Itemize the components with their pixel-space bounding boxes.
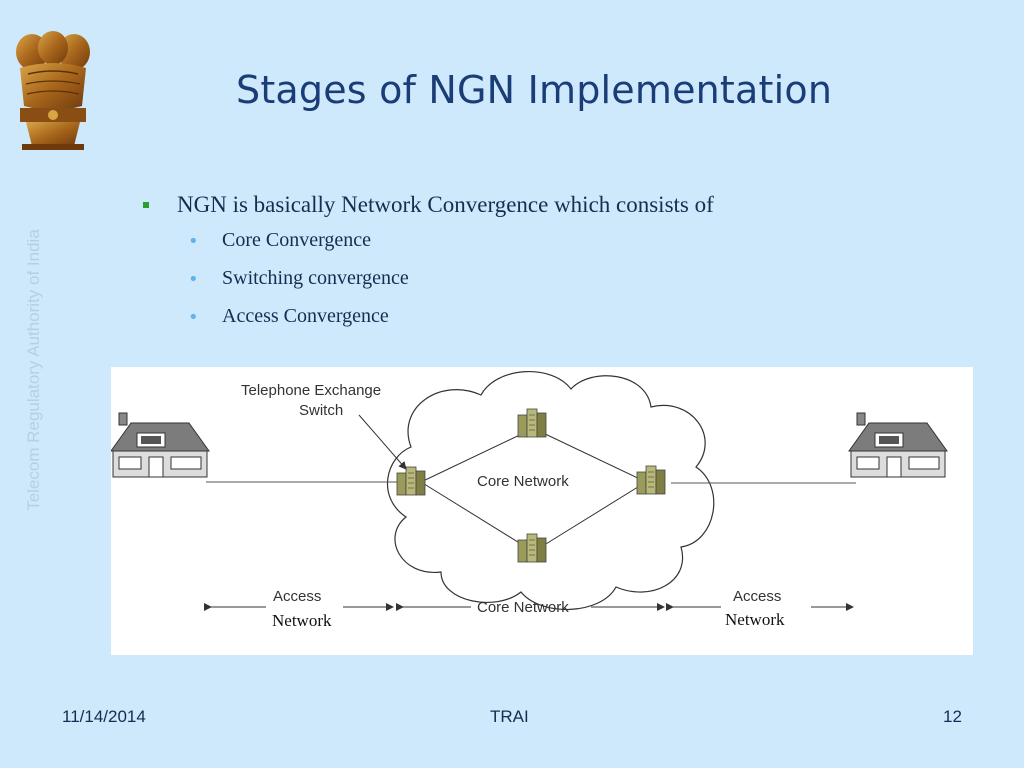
bullet-sub-item: • Access Convergence <box>140 305 714 332</box>
bullet-list: NGN is basically Network Convergence whi… <box>140 192 714 332</box>
slide-title: Stages of NGN Implementation <box>236 68 833 112</box>
square-bullet-icon <box>143 202 149 208</box>
side-organization-text: Telecom Regulatory Authority of India <box>24 229 43 511</box>
core-bottom-label: Core Network <box>477 599 569 616</box>
footer-page-number: 12 <box>943 707 962 726</box>
access-left-label-line1: Access <box>273 588 321 605</box>
bullet-sub-text: Core Convergence <box>222 229 372 251</box>
house-right-icon <box>848 412 948 478</box>
dot-bullet-icon: • <box>188 307 199 328</box>
access-right-label-line2: Network <box>725 610 785 629</box>
bullet-sub-text: Access Convergence <box>222 305 389 327</box>
callout-label-line2: Switch <box>299 402 343 419</box>
core-mesh-links <box>420 431 647 548</box>
cloud-label: Core Network <box>477 473 569 490</box>
callout-label-line1: Telephone Exchange <box>241 382 381 399</box>
dot-bullet-icon: • <box>188 231 199 252</box>
access-right-label-line1: Access <box>733 588 781 605</box>
bullet-sub-item: • Core Convergence <box>140 229 714 256</box>
bullet-main-text: NGN is basically Network Convergence whi… <box>177 192 714 217</box>
core-network-cloud <box>386 370 715 610</box>
footer-center-text: TRAI <box>490 707 529 726</box>
ngn-network-diagram: Telephone Exchange Switch Core Network A… <box>111 367 973 655</box>
bullet-sub-item: • Switching convergence <box>140 267 714 294</box>
access-left-label-line2: Network <box>272 611 332 630</box>
house-left-icon <box>111 412 210 478</box>
dot-bullet-icon: • <box>188 269 199 290</box>
bullet-sub-text: Switching convergence <box>222 267 409 289</box>
diagram-canvas: Telephone Exchange Switch Core Network A… <box>111 370 948 630</box>
national-emblem-icon <box>16 31 90 150</box>
footer-date: 11/14/2014 <box>62 707 146 726</box>
callout-arrow <box>358 414 407 470</box>
bullet-main: NGN is basically Network Convergence whi… <box>140 192 714 218</box>
